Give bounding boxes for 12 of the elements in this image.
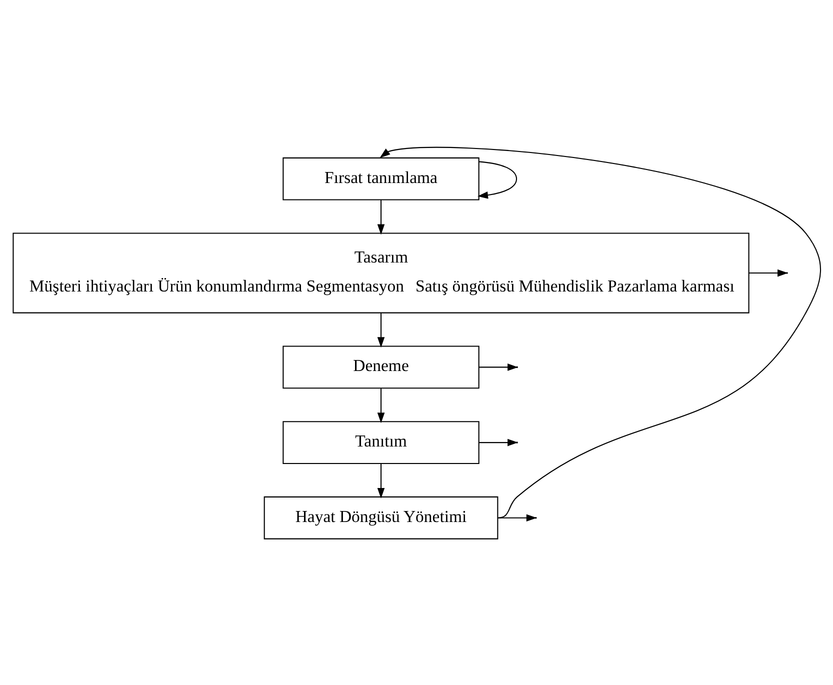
arrow [376, 388, 384, 423]
node-box: Tanıtım [282, 420, 479, 464]
arrow [478, 438, 518, 446]
arrow [748, 268, 788, 276]
arrow [477, 160, 517, 198]
node-box: Fırsat tanımlama [282, 156, 479, 200]
arrow [376, 199, 384, 234]
node-box: Tasarım Müşteri ihtiyaçları Ürün konumlandırma Segmentasyon Satış öngörüsü Mühendislik Pazarlama karması [12, 232, 749, 313]
node-box: Hayat Döngüsü Yönetimi [263, 496, 498, 539]
arrow [376, 312, 384, 348]
arrow [376, 463, 384, 498]
node-box: Deneme [282, 345, 479, 388]
